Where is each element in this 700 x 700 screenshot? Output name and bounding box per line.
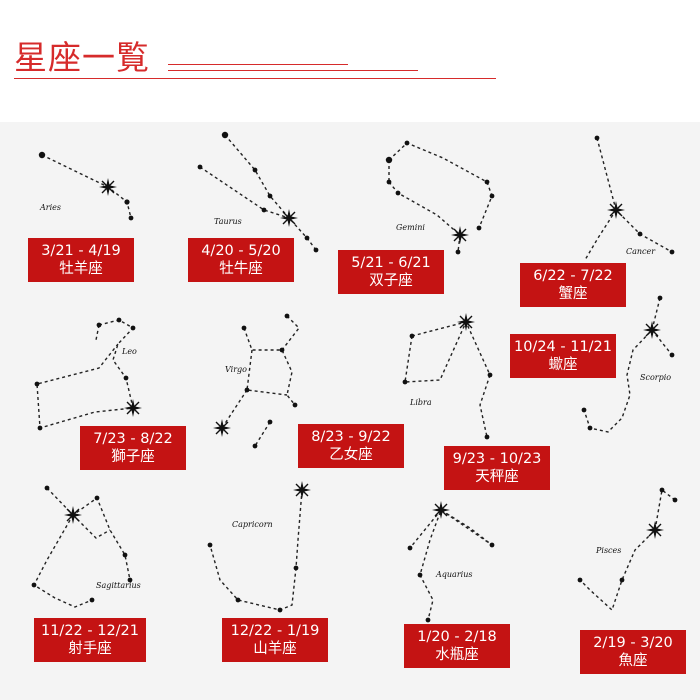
aries-jp-name: 牡羊座 <box>59 261 103 277</box>
libra-jp-name: 天秤座 <box>475 469 519 485</box>
sagittarius-lines-3 <box>72 514 111 539</box>
constellation-names: Aries Taurus Gemini Cancer Leo Virgo Lib… <box>39 203 671 590</box>
pisces-jp-name: 魚座 <box>618 653 648 669</box>
scorpio-lines-1 <box>583 297 661 433</box>
leo-lines-1 <box>36 319 135 429</box>
taurus-name: Taurus <box>214 217 242 226</box>
virgo-jp-name: 乙女座 <box>329 447 373 463</box>
leo-jp-name: 獅子座 <box>111 449 155 465</box>
taurus-lines-1 <box>224 134 317 251</box>
virgo-lines-4 <box>221 389 248 429</box>
title-rule-mid <box>168 70 418 71</box>
gemini-jp-name: 双子座 <box>369 273 413 289</box>
aquarius-label: 1/20 - 2/18 水瓶座 <box>404 624 510 668</box>
libra-dates: 9/23 - 10/23 <box>452 451 542 467</box>
scorpio-lines-2 <box>651 329 673 356</box>
virgo-name: Virgo <box>225 365 247 374</box>
capricorn-jp-name: 山羊座 <box>253 641 297 657</box>
leo-label: 7/23 - 8/22 獅子座 <box>80 426 186 470</box>
cancer-jp-name: 蟹座 <box>558 286 588 302</box>
virgo-lines-5 <box>254 421 271 447</box>
gemini-label: 5/21 - 6/21 双子座 <box>338 250 444 294</box>
gemini-lines-1 <box>388 142 493 229</box>
leo-name: Leo <box>121 347 137 356</box>
pisces-name: Pisces <box>595 546 621 555</box>
libra-lines-2 <box>404 321 467 383</box>
taurus-dates: 4/20 - 5/20 <box>201 243 281 259</box>
cancer-dates: 6/22 - 7/22 <box>533 268 613 284</box>
aquarius-lines-1 <box>419 508 493 621</box>
sagittarius-lines-1 <box>46 487 131 581</box>
gemini-lines-2 <box>388 181 461 236</box>
cancer-lines-2 <box>584 209 617 261</box>
virgo-lines-1 <box>243 327 296 406</box>
libra-label: 9/23 - 10/23 天秤座 <box>444 446 550 490</box>
sagittarius-label: 11/22 - 12/21 射手座 <box>34 618 146 662</box>
scorpio-name: Scorpio <box>640 373 671 382</box>
cancer-name: Cancer <box>626 247 656 256</box>
constellation-star-dots <box>31 131 678 623</box>
scorpio-dates: 10/24 - 11/21 <box>513 339 613 355</box>
leo-lines-2 <box>95 324 100 341</box>
capricorn-name: Capricorn <box>232 520 273 529</box>
pisces-dates: 2/19 - 3/20 <box>593 635 673 651</box>
title-rule-bottom <box>14 78 496 79</box>
aquarius-jp-name: 水瓶座 <box>435 647 479 663</box>
scorpio-label: 10/24 - 11/21 蠍座 <box>510 334 616 378</box>
taurus-lines-2 <box>199 166 290 219</box>
aquarius-lines-2 <box>409 509 442 549</box>
cancer-lines-1 <box>596 137 673 253</box>
capricorn-dates: 12/22 - 1/19 <box>230 623 320 639</box>
virgo-lines-2 <box>281 315 300 351</box>
page-title: 星座一覧 <box>14 38 150 77</box>
sagittarius-jp-name: 射手座 <box>68 641 112 657</box>
aquarius-name: Aquarius <box>435 570 472 579</box>
capricorn-lines <box>209 489 303 611</box>
sagittarius-lines-2 <box>33 514 93 608</box>
leo-dates: 7/23 - 8/22 <box>93 431 173 447</box>
taurus-label: 4/20 - 5/20 牡牛座 <box>188 238 294 282</box>
aries-label: 3/21 - 4/19 牡羊座 <box>28 238 134 282</box>
libra-name: Libra <box>409 398 432 407</box>
pisces-label: 2/19 - 3/20 魚座 <box>580 630 686 674</box>
aquarius-dates: 1/20 - 2/18 <box>417 629 497 645</box>
capricorn-label: 12/22 - 1/19 山羊座 <box>222 618 328 662</box>
title-rule-top <box>168 64 348 65</box>
cancer-label: 6/22 - 7/22 蟹座 <box>520 263 626 307</box>
virgo-label: 8/23 - 9/22 乙女座 <box>298 424 404 468</box>
virgo-lines-3 <box>246 349 288 396</box>
gemini-name: Gemini <box>396 223 425 232</box>
aries-lines <box>41 154 132 219</box>
gemini-dates: 5/21 - 6/21 <box>351 255 431 271</box>
aries-name: Aries <box>39 203 61 212</box>
sagittarius-dates: 11/22 - 12/21 <box>40 623 140 639</box>
virgo-dates: 8/23 - 9/22 <box>311 429 391 445</box>
pisces-lines <box>579 488 676 612</box>
libra-lines-1 <box>411 321 491 438</box>
aries-dates: 3/21 - 4/19 <box>41 243 121 259</box>
sagittarius-name: Sagittarius <box>96 581 141 590</box>
scorpio-jp-name: 蠍座 <box>548 357 578 373</box>
taurus-jp-name: 牡牛座 <box>219 261 263 277</box>
